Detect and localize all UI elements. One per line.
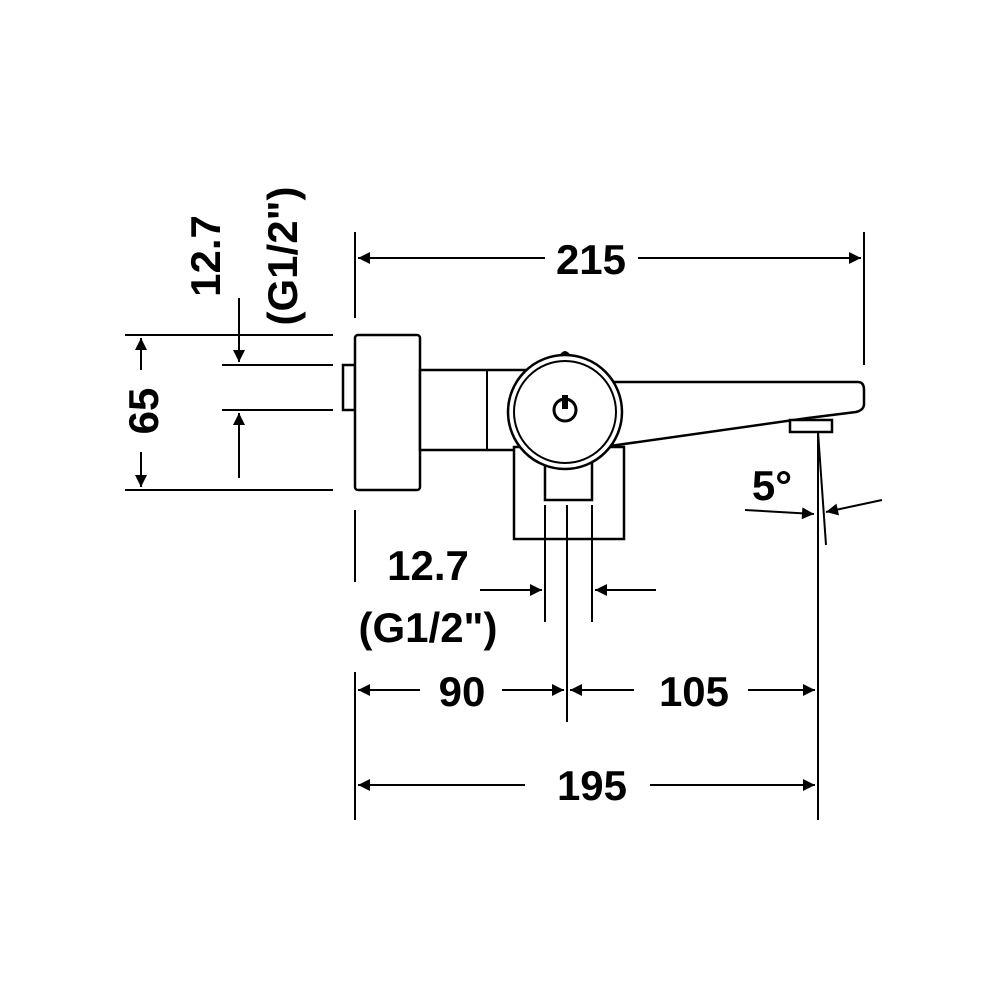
wall-stub xyxy=(341,363,357,412)
faucet-outline xyxy=(341,333,866,541)
vertical-connection-thread-label: (G1/2") xyxy=(259,187,306,326)
dimension-center-to-spout: 105 xyxy=(570,668,815,715)
spout-length-label: 195 xyxy=(557,762,627,809)
spout xyxy=(558,380,866,448)
spout-aerator xyxy=(788,418,834,434)
overall-length-label: 215 xyxy=(556,236,626,283)
spout-angle-label: 5° xyxy=(752,462,792,509)
dimension-spout-length: 195 xyxy=(358,762,815,809)
left-to-center-label: 90 xyxy=(439,668,486,715)
dimension-overall-length: 215 xyxy=(358,236,861,283)
dimension-left-to-center: 90 xyxy=(358,668,564,715)
height-label: 65 xyxy=(120,388,167,435)
bottom-connection-size-label: 12.7 xyxy=(387,542,469,589)
dimension-bottom-connection: 12.7 (G1/2") xyxy=(359,542,656,651)
knob-indicator xyxy=(559,351,571,356)
dimension-height: 65 xyxy=(120,338,167,487)
extension-lines xyxy=(125,232,865,820)
dimension-vertical-connection: 12.7 (G1/2") xyxy=(182,187,306,478)
center-to-spout-label: 105 xyxy=(659,668,729,715)
dimension-spout-angle: 5° xyxy=(744,462,883,520)
wall-rosette xyxy=(353,333,422,492)
vertical-connection-size-label: 12.7 xyxy=(182,215,229,297)
bottom-connection-thread-label: (G1/2") xyxy=(359,604,498,651)
